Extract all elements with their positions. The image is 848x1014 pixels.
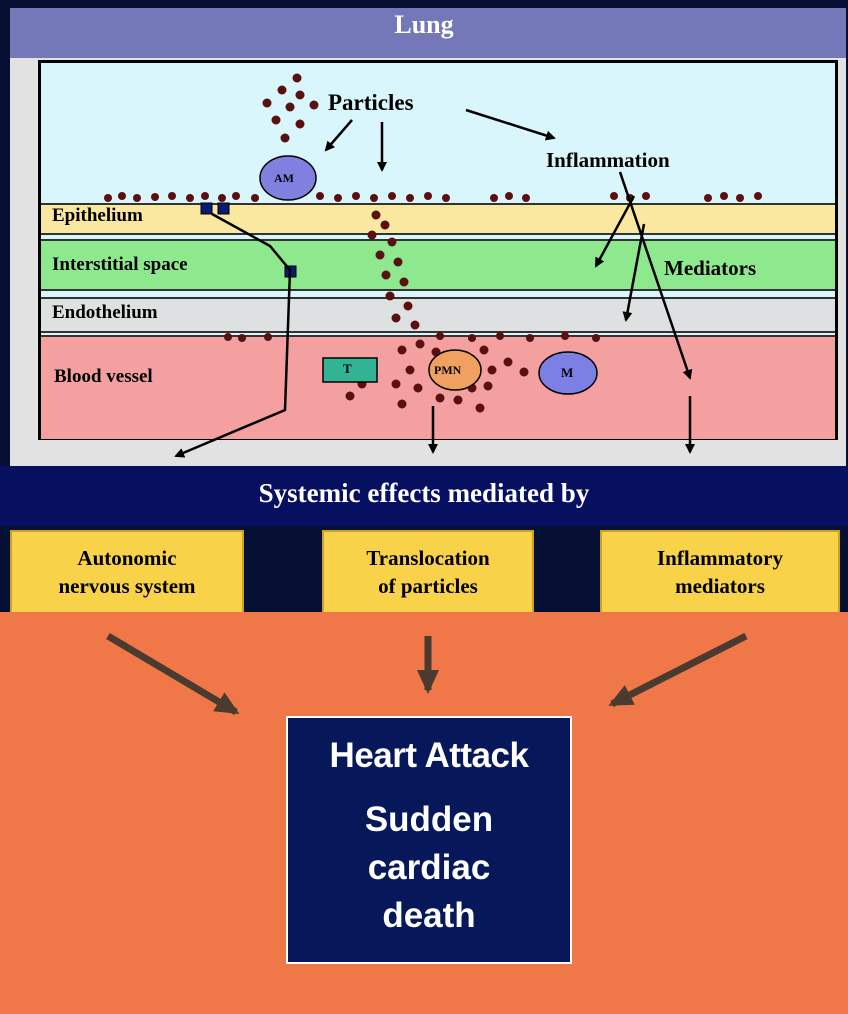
nerve-markers [201,203,296,277]
autonomic-nerve-path [176,214,290,456]
mechanism-translocation-line1: Translocation [366,544,489,572]
mechanism-autonomic-line1: Autonomic [58,544,195,572]
mechanism-inflammatory-line2: mediators [657,572,783,600]
t-cell-label: T [343,361,352,377]
outcome-box: Heart Attack Sudden cardiac death [286,716,572,964]
lung-arrows [326,110,690,452]
outcome-line-sudden: Sudden [288,796,570,844]
m-cell-label: M [561,365,573,381]
systemic-effects-title: Systemic effects mediated by [0,478,848,509]
sudden-cardiac-death-text: Sudden cardiac death [288,796,570,940]
mechanism-autonomic-line2: nervous system [58,572,195,600]
am-cell-label: AM [274,171,294,186]
heart-attack-text: Heart Attack [288,736,570,776]
outcome-line-death: death [288,892,570,940]
cells [260,156,597,394]
outcome-line-cardiac: cardiac [288,844,570,892]
mechanism-translocation-line2: of particles [366,572,489,600]
pmn-cell-label: PMN [434,363,461,378]
mechanism-inflammatory-line1: Inflammatory [657,544,783,572]
